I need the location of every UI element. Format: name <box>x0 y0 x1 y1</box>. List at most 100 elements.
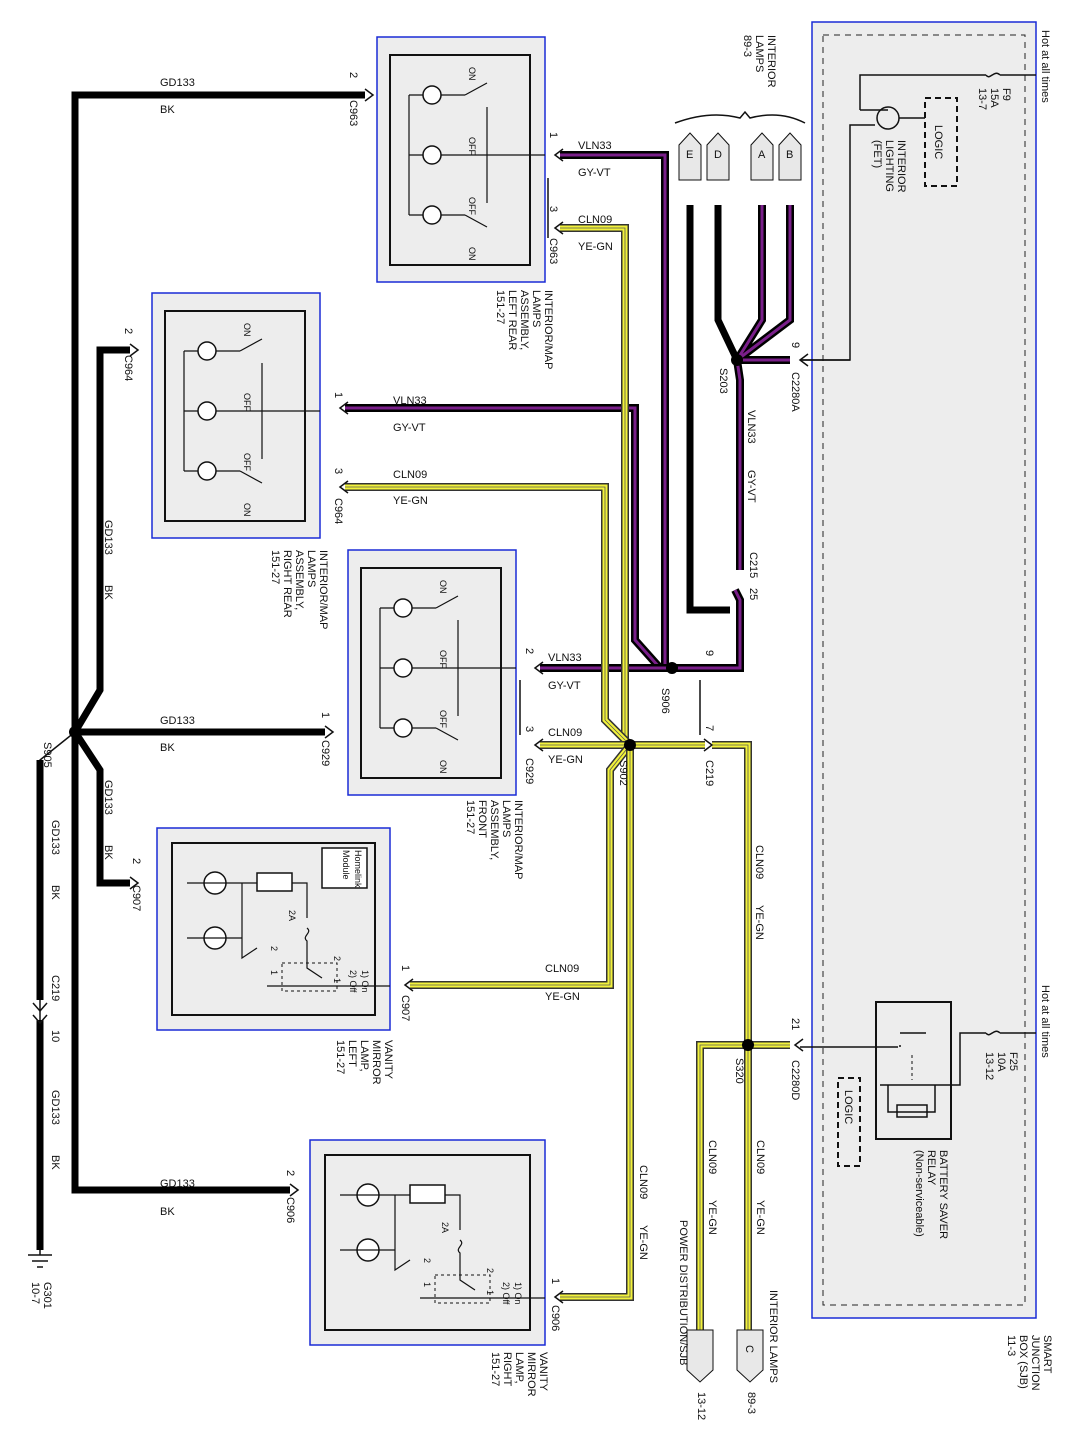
lamp-icon <box>197 461 217 481</box>
splice-label: S203 <box>717 368 729 394</box>
ref-label: 13-12 <box>695 1392 707 1420</box>
connector-label: C215 <box>747 552 759 578</box>
interior-lamps-connector <box>736 1329 764 1383</box>
wire-color-label: GY-VT <box>548 680 581 692</box>
vln33-wire-e <box>686 205 730 614</box>
switch-position-label: ON <box>242 323 252 337</box>
contact-label: 1 <box>422 1282 432 1287</box>
front-title-line: FRONT <box>476 800 488 838</box>
wire-label: CLN09 <box>545 963 579 975</box>
output-label: INTERIOR LAMPS <box>767 1290 779 1383</box>
pin-label: 1 <box>399 965 411 971</box>
connector-label: C219 <box>49 975 61 1001</box>
wire-label: VLN33 <box>393 395 427 407</box>
sjb-title-line: (FET) <box>871 140 883 168</box>
pin-label: 1 <box>332 392 344 398</box>
battery-saver-relay <box>875 1001 952 1140</box>
vanity_left-title-line: LAMP, <box>358 1040 370 1072</box>
connector-label: C2280D <box>789 1060 801 1100</box>
pin-label: 1 <box>547 132 559 138</box>
switch-position-label: ON <box>467 67 477 81</box>
splice-s902 <box>624 739 636 751</box>
vanity_left-title-line: VANITY <box>382 1040 394 1080</box>
contact-label: 2 <box>485 1268 495 1273</box>
front-title-line: 151-27 <box>464 800 476 834</box>
pin-label: 21 <box>789 1018 801 1030</box>
wire-label: CLN09 <box>706 1140 718 1174</box>
connector-label: C963 <box>347 100 359 126</box>
vanity_right-title-line: LAMP, <box>513 1352 525 1384</box>
vln33-wire-c964 <box>345 404 663 671</box>
lamp-icon <box>393 718 413 738</box>
vanity-mirror-lamp-right <box>309 1139 546 1346</box>
switch-position-label: OFF <box>467 137 477 155</box>
switch-position-label: OFF <box>242 393 252 411</box>
pin-label: B <box>786 149 793 161</box>
wire-color-label: YE-GN <box>637 1225 649 1260</box>
pin-label: 2 <box>130 858 142 864</box>
switch-position-label: ON <box>438 580 448 594</box>
pin-label: E <box>686 149 693 161</box>
vanity_right-title-line: MIRROR <box>525 1352 537 1397</box>
sjb-title-line: 13-7 <box>976 88 988 110</box>
pin-label: 2 <box>347 72 359 78</box>
connector-pin-a <box>750 132 774 181</box>
connector-label: C906 <box>549 1305 561 1331</box>
wire-label: GD133 <box>102 520 114 555</box>
left_rear-title-line: ASSEMBLY, <box>518 290 530 350</box>
pin-label: 9 <box>703 650 715 656</box>
left_rear-title-line: INTERIOR/MAP <box>542 290 554 369</box>
ground-wire-main <box>71 91 365 1194</box>
cln09-wire-c219 <box>712 741 752 1045</box>
pin-label: 2 <box>284 1170 296 1176</box>
pin-label: 1 <box>319 712 331 718</box>
wire-color-label: BK <box>49 1155 61 1170</box>
cln09-wire-c964 <box>345 483 633 748</box>
wire-color-label: YE-GN <box>753 905 765 940</box>
sjb-title-line: 11-3 <box>1005 1335 1017 1356</box>
sjb-title-line: SMART <box>1041 1335 1053 1374</box>
wire-color-label: BK <box>102 845 114 860</box>
pin-label: 2 <box>523 648 535 654</box>
wire-color-label: BK <box>160 742 175 754</box>
contact-label: 2 <box>422 1258 432 1263</box>
wire-color-label: GY-VT <box>745 470 757 503</box>
pin-label: C <box>743 1345 755 1353</box>
vln33-wire-c929 <box>540 588 744 672</box>
connector-label: C964 <box>332 498 344 524</box>
interior-map-lamp-left-rear <box>376 36 546 283</box>
sjb-title-line: F9 <box>1000 88 1012 101</box>
vanity_left-title-line: LEFT <box>346 1040 358 1067</box>
vanity_left-title-line: 151-27 <box>334 1040 346 1074</box>
connector-label: C929 <box>523 758 535 784</box>
ground-wire-c907 <box>72 730 130 887</box>
splice-s905 <box>69 726 81 738</box>
wire-label: GD133 <box>160 1178 195 1190</box>
wire-label: GD133 <box>49 1090 61 1125</box>
homelink-label: Module <box>341 850 351 880</box>
fuse-label: 2A <box>440 1222 450 1233</box>
sjb-title-line: INTERIOR <box>895 140 907 193</box>
wire-label: CLN09 <box>754 1140 766 1174</box>
homelink-label: Homelink <box>353 850 363 888</box>
wire-color-label: YE-GN <box>393 495 428 507</box>
output-label: POWER DISTRIBUTION/SJB <box>677 1220 689 1365</box>
switch-position-label: ON <box>242 503 252 517</box>
sjb-title-line: BATTERY SAVER <box>937 1150 949 1239</box>
switch-position-label: ON <box>467 247 477 261</box>
contact-label: 1 <box>485 1290 495 1295</box>
right_rear-title-line: RIGHT REAR <box>281 550 293 618</box>
interior_lamps_top-title-line: 89-3 <box>741 35 753 57</box>
wire-label: VLN33 <box>548 652 582 664</box>
connector-pin-b <box>778 132 802 181</box>
connector-pin-e <box>678 132 702 181</box>
sjb-title-line: LIGHTING <box>883 140 895 192</box>
ref-label: 89-3 <box>745 1392 757 1414</box>
wire-label: CLN09 <box>637 1165 649 1199</box>
wire-label: GD133 <box>160 77 195 89</box>
switch-position-label: 2) Off <box>501 1282 511 1305</box>
lamp-icon <box>197 401 217 421</box>
splice-s320 <box>742 1039 754 1051</box>
sjb-title-line: BOX (SJB) <box>1017 1335 1029 1389</box>
